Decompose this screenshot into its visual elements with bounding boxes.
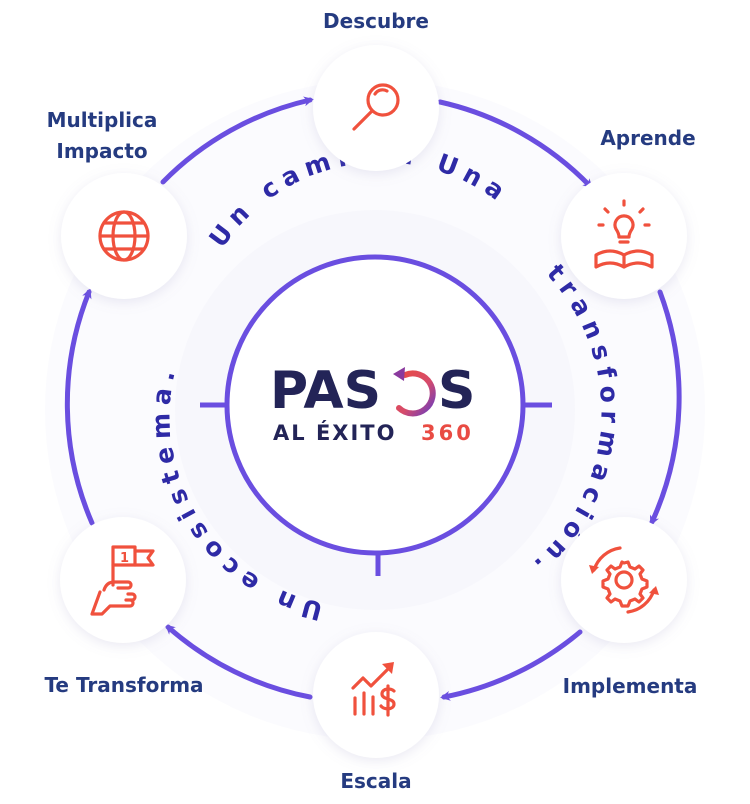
logo: PAS S AL ÉXITO 360 [270, 361, 475, 445]
arrow-escala-transforma [165, 624, 313, 700]
step-label-descubre: Descubre [323, 9, 429, 33]
step-label-impacto: Impacto [56, 139, 147, 163]
logo-number: 360 [421, 421, 474, 445]
gear-cycle-icon [589, 546, 659, 614]
step-te-transforma: 1 Te Transforma [44, 517, 204, 697]
step-label-te-transforma: Te Transforma [44, 673, 203, 697]
step-label-implementa: Implementa [563, 674, 698, 698]
lightbulb-book-icon [594, 199, 654, 269]
step-descubre: Descubre [313, 9, 439, 171]
arrow-multiplica-descubre [160, 96, 314, 185]
magnifier-icon [352, 83, 400, 131]
step-label-aprende: Aprende [600, 126, 695, 150]
svg-text:1: 1 [120, 551, 129, 566]
logo-word-end: S [438, 361, 475, 421]
step-implementa: Implementa [561, 517, 697, 698]
arrow-descubre-aprende [437, 99, 593, 189]
step-aprende: Aprende [561, 126, 696, 299]
logo-subtitle: AL ÉXITO [273, 420, 396, 445]
logo-cycle-o [393, 367, 436, 417]
logo-word-start: PAS [270, 361, 381, 421]
step-label-multiplica: Multiplica [47, 108, 158, 132]
step-escala: Escala [313, 632, 439, 793]
arrow-implementa-escala [440, 629, 583, 701]
arrow-aprende-implementa [649, 289, 682, 526]
step-label-escala: Escala [340, 769, 411, 793]
cycle-arrows [64, 96, 682, 701]
arrow-transforma-multiplica [64, 288, 95, 526]
step-multiplica-impacto: Multiplica Impacto [47, 108, 187, 299]
hand-flag-icon: 1 [90, 545, 155, 616]
globe-icon [98, 210, 150, 262]
growth-chart-dollar-icon [351, 662, 396, 717]
